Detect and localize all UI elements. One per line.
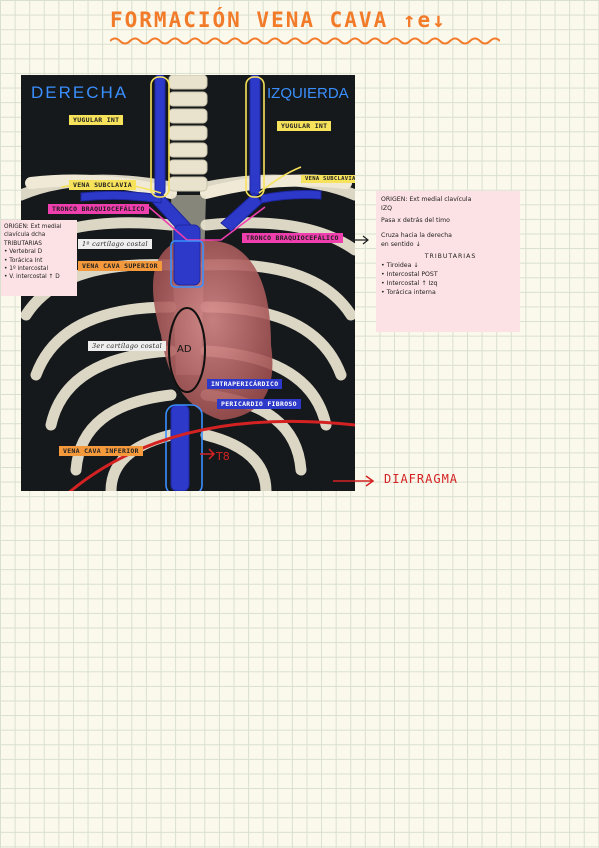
title-underline <box>110 37 500 45</box>
note-vena-braquiocefalica-derecha: ORIGEN: Ext medial clavícula dcha TRIBUT… <box>1 220 77 296</box>
note-line: • V. intercostal ↑ D <box>4 274 60 281</box>
label-t8: T8 <box>216 450 230 463</box>
derecha-heading: DERECHA <box>31 83 129 102</box>
label-cartilago-1: 1º cartílago costal <box>78 239 152 249</box>
thorax-illustration <box>21 75 355 491</box>
note-line: Pasa x detrás del timo <box>381 217 450 224</box>
arrow-to-note-icon <box>352 235 369 245</box>
note-heading: TRIBUTARIAS <box>424 253 477 260</box>
note-line: en sentido ↓ <box>381 241 421 248</box>
label-pericardio-fibroso: PERICARDIO FIBROSO <box>217 399 301 409</box>
label-yugular-izquierda: YUGULAR INT <box>277 121 332 131</box>
arrow-t8-icon <box>200 448 216 460</box>
izquierda-heading: IZQUIERDA <box>267 85 349 102</box>
anatomy-figure: DERECHA IZQUIERDA YUGULAR INT YUGULAR IN… <box>21 75 355 491</box>
label-intrapericardico: INTRAPERICÁRDICO <box>207 379 283 389</box>
note-line: • Intercostal ↑ Izq <box>381 280 438 287</box>
label-auricula-derecha: AD <box>177 344 192 355</box>
note-line: • Vertebral D <box>4 249 43 256</box>
label-vena-cava-inferior: VENA CAVA INFERIOR <box>59 446 143 456</box>
note-line: ORIGEN: Ext medial clavícula <box>381 196 472 203</box>
note-vena-braquiocefalica-izquierda: ORIGEN: Ext medial clavícula IZQ Pasa x … <box>376 191 520 332</box>
note-line: • Torácica interna <box>381 289 436 296</box>
label-cartilago-3: 3er cartílago costal <box>88 341 167 351</box>
label-subclavia-derecha: VENA SUBCLAVIA <box>69 180 136 190</box>
note-heading: TRIBUTARIAS <box>4 240 42 247</box>
label-diafragma: DIAFRAGMA <box>384 472 459 486</box>
note-line: Cruza hacia la derecha <box>381 232 452 239</box>
label-yugular-derecha: YUGULAR INT <box>69 115 124 125</box>
note-line: • Torácica Int <box>4 257 43 264</box>
label-tronco-izquierdo: TRONCO BRAQUIOCEFÁLICO <box>242 233 343 243</box>
note-line: ORIGEN: Ext medial <box>4 224 62 230</box>
label-tronco-derecho: TRONCO BRAQUIOCEFÁLICO <box>48 204 149 214</box>
arrow-diafragma-icon <box>333 475 375 487</box>
note-line: IZQ <box>381 205 392 212</box>
note-line: • Intercostal POST <box>381 271 438 278</box>
label-vena-cava-superior: VENA CAVA SUPERIOR <box>78 261 162 271</box>
page-title: FORMACIÓN VENA CAVA ↑e↓ <box>110 8 447 32</box>
note-line: • Tiroidea ↓ <box>381 262 419 269</box>
note-line: • 1º intercostal <box>4 266 49 273</box>
note-line: clavícula dcha <box>4 232 46 239</box>
label-subclavia-izquierda: VENA SUBCLAVIA <box>301 175 355 183</box>
